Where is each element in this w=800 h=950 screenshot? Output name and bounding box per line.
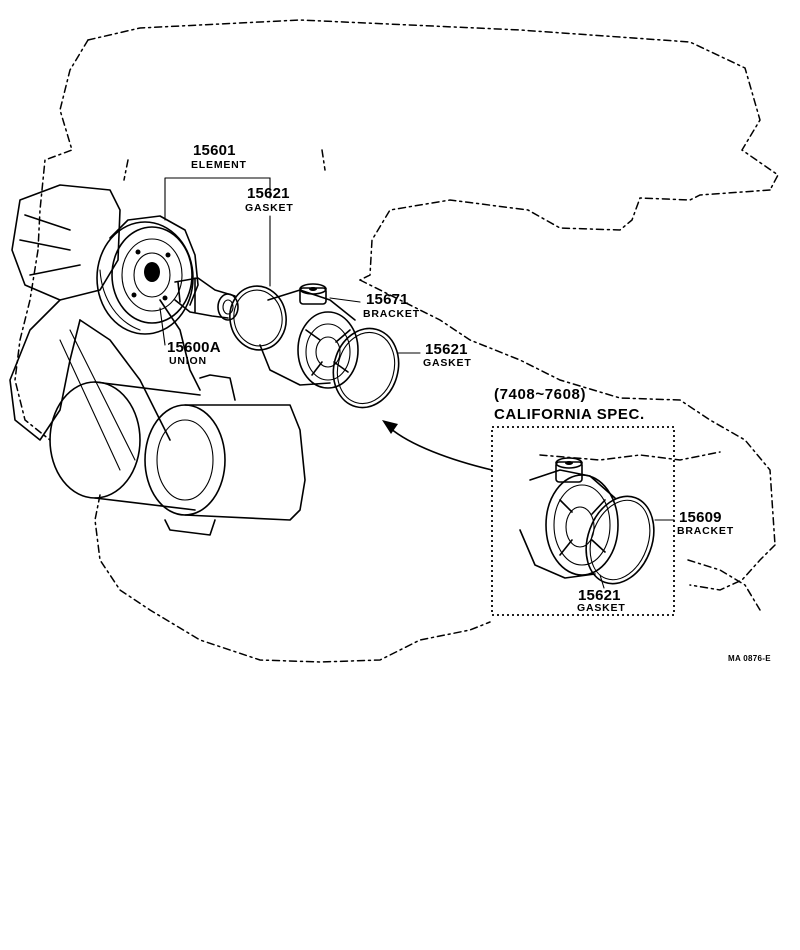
gasket-top-ring (229, 285, 287, 351)
gasket-top-part-number: 15621 (247, 185, 290, 202)
element-part-name: ELEMENT (191, 159, 247, 171)
oil-filter-element (96, 215, 199, 335)
union-part-name: UNION (169, 355, 207, 367)
gasket-right-ring (332, 327, 400, 409)
bracket-main-part (259, 283, 359, 389)
leader-lines-cal (599, 519, 675, 589)
element-part-number: 15601 (193, 142, 236, 159)
drawing-code: MA 0876-E (728, 654, 771, 663)
bracket-cal-part-name: BRACKET (677, 525, 734, 537)
fan-pulley-assembly (9, 184, 306, 536)
engine-outline (14, 19, 779, 663)
california-box (491, 426, 675, 616)
gasket-right-part-name: GASKET (423, 357, 472, 369)
gasket-cal-ring (585, 495, 655, 585)
bracket-cal-part (519, 457, 619, 579)
bracket-main-part-name: BRACKET (363, 308, 420, 320)
gasket-cal-part-number: 15621 (578, 587, 621, 604)
gasket-cal-part-name: GASKET (577, 602, 626, 614)
union-part (174, 277, 239, 321)
bracket-cal-part-number: 15609 (679, 509, 722, 526)
california-range: (7408~7608) (494, 386, 587, 403)
california-title: CALIFORNIA SPEC. (494, 406, 645, 423)
union-part-number: 15600A (167, 339, 221, 356)
bracket-main-part-number: 15671 (366, 291, 409, 308)
callout-arrow (382, 420, 493, 471)
gasket-right-part-number: 15621 (425, 341, 468, 358)
leader-lines (159, 177, 421, 354)
gasket-top-part-name: GASKET (245, 202, 294, 214)
